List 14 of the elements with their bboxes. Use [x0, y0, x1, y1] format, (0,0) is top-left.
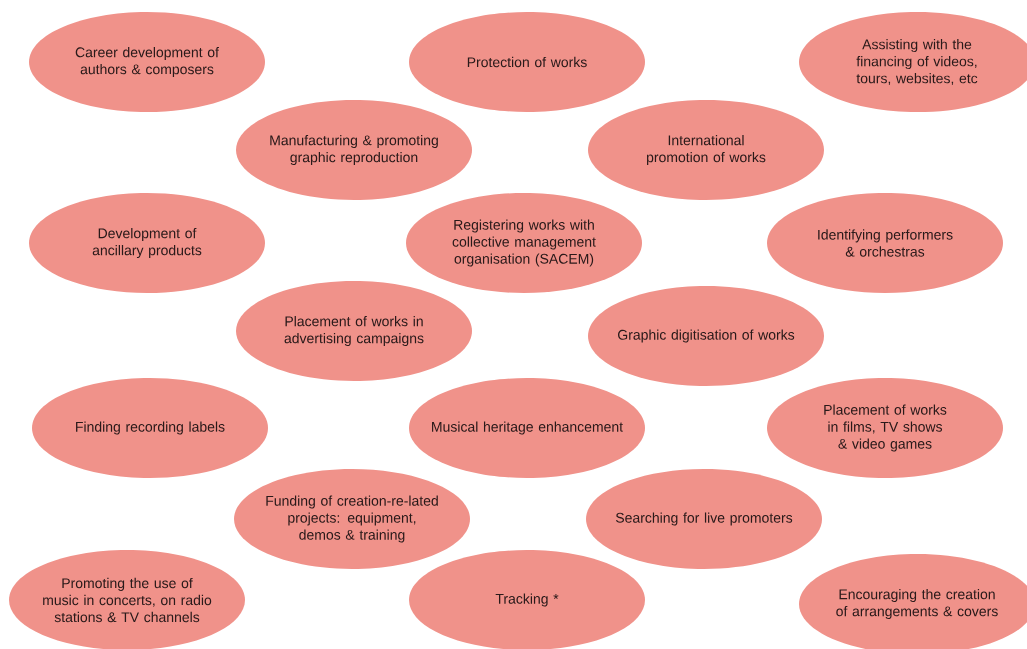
ellipse-box: Placement of works in films, TV shows & video games — [767, 378, 1003, 478]
ellipse-box: International promotion of works — [588, 100, 824, 200]
ellipse-box: Musical heritage enhancement — [409, 378, 645, 478]
ellipse-box: Funding of creation-re-lated projects: equipment, demos & training — [234, 469, 470, 569]
ellipse-box: Identifying performers & orchestras — [767, 193, 1003, 293]
ellipse-box: Development of ancillary products — [29, 193, 265, 293]
ellipse-box: Placement of works in advertising campaigns — [236, 281, 472, 381]
ellipse-box: Registering works with collective management organisation (SACEM) — [406, 193, 642, 293]
ellipse-box: Graphic digitisation of works — [588, 286, 824, 386]
ellipse-box: Finding recording labels — [32, 378, 268, 478]
ellipse-box: Searching for live promoters — [586, 469, 822, 569]
ellipse-box: Manufacturing & promoting graphic reproduction — [236, 100, 472, 200]
ellipse-box: Career development of authors & composers — [29, 12, 265, 112]
ellipse-box: Protection of works — [409, 12, 645, 112]
